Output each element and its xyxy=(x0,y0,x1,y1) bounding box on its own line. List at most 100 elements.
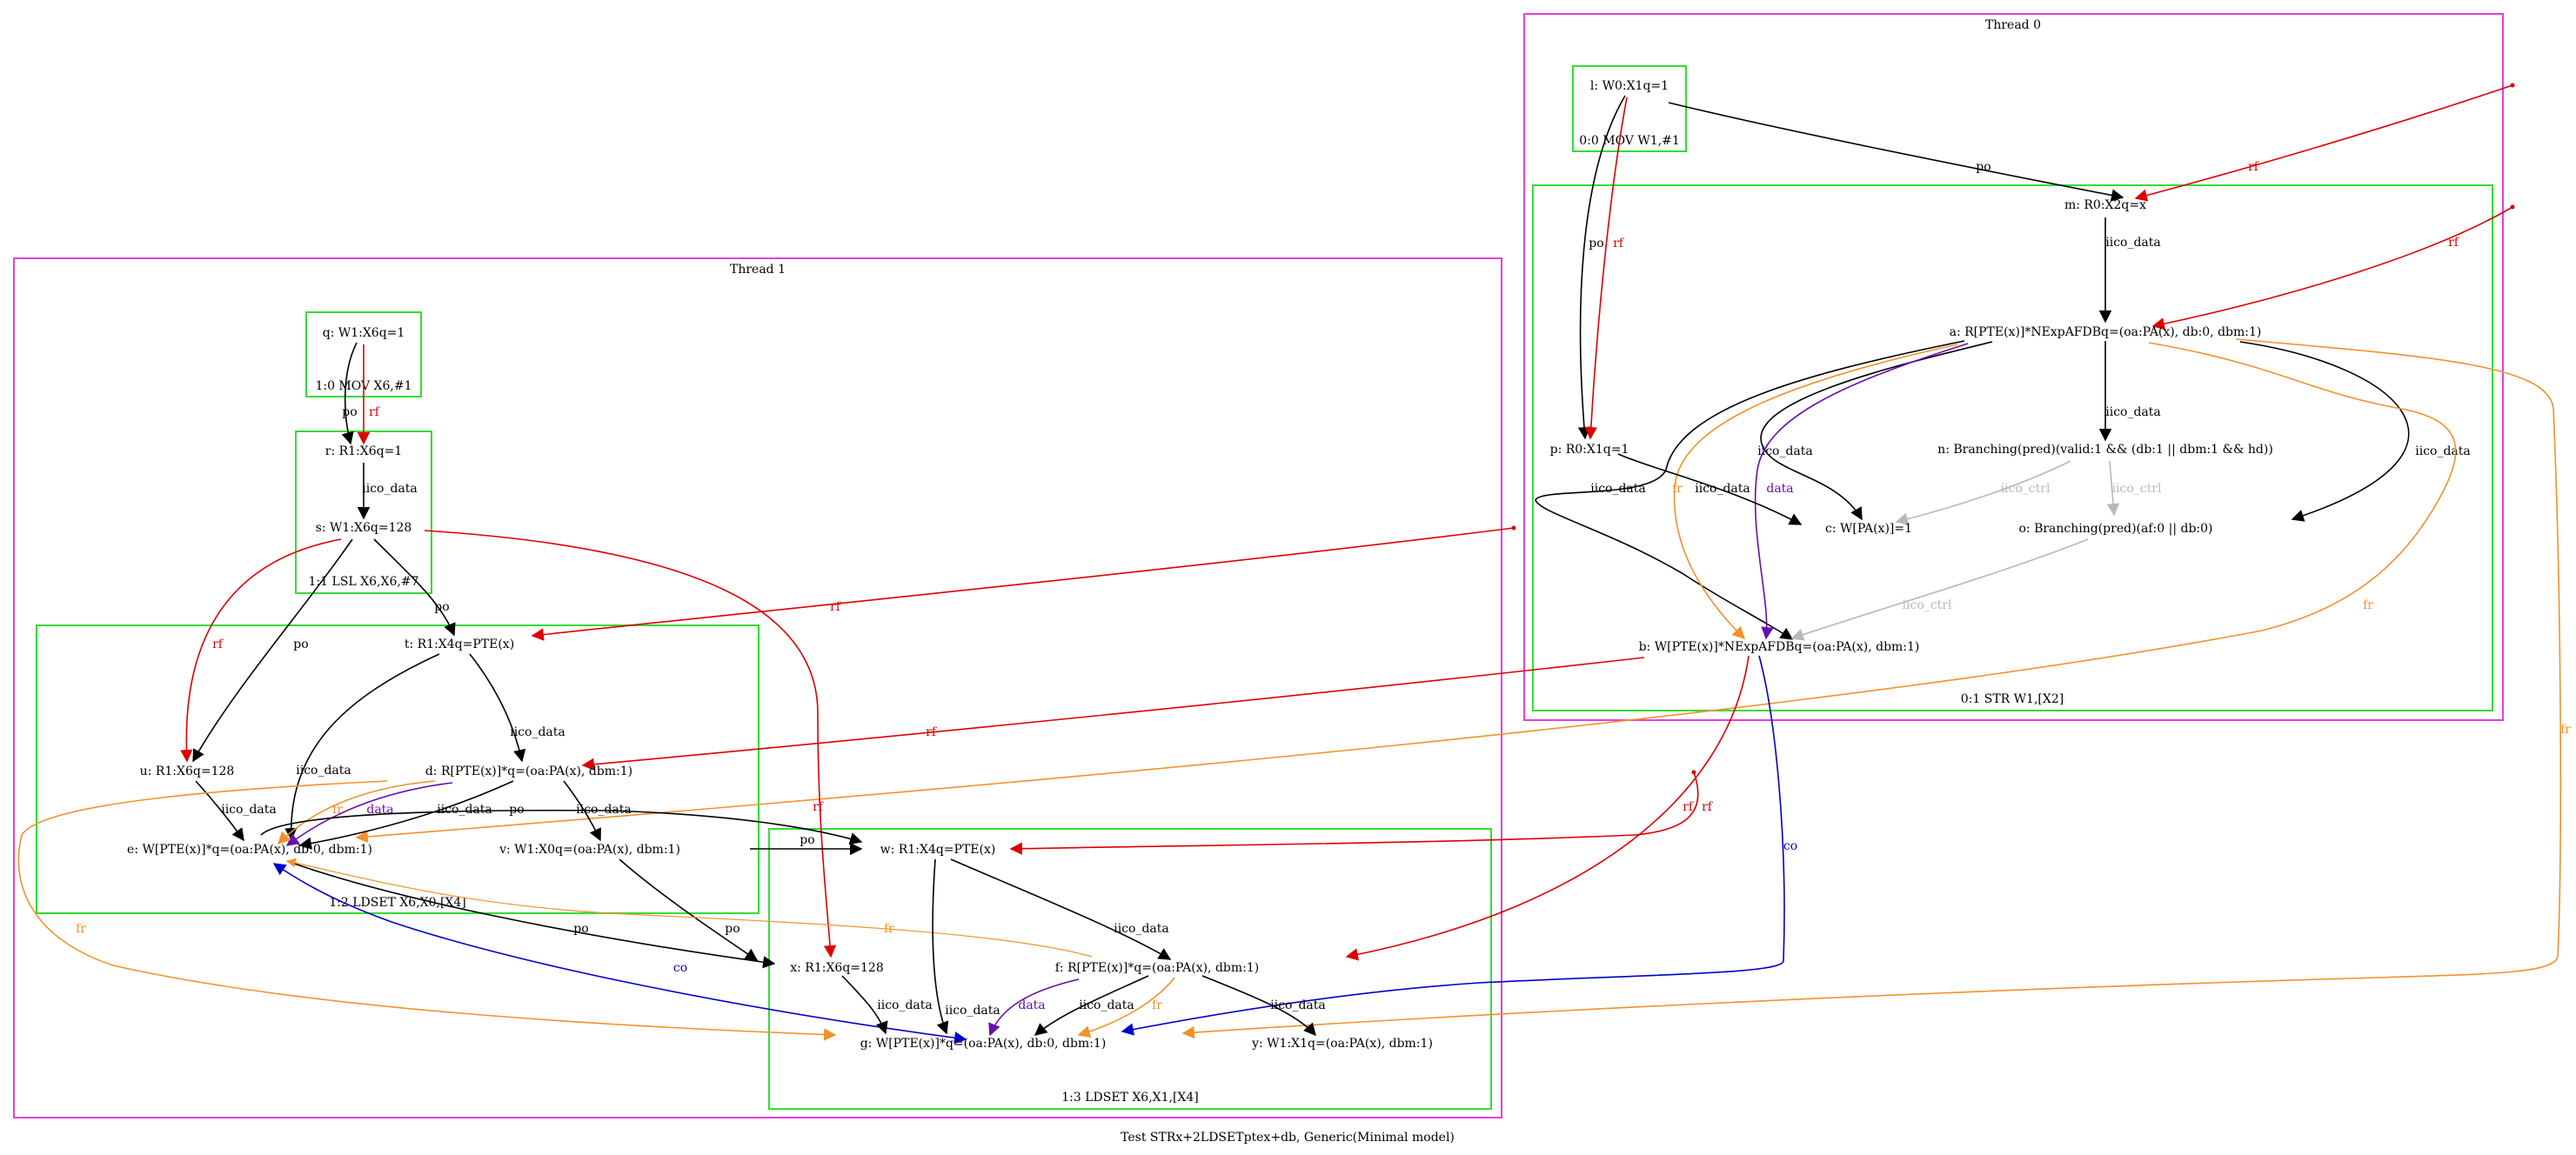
svg-text:iico_data: iico_data xyxy=(1590,482,1646,496)
svg-text:iico_data: iico_data xyxy=(2105,405,2161,419)
svg-text:iico_data: iico_data xyxy=(576,803,632,817)
svg-text:po: po xyxy=(509,803,524,817)
edge-s-u-rf: rf xyxy=(180,538,342,763)
instr-0-0-label: 0:0 MOV W1,#1 xyxy=(1579,134,1680,148)
svg-text:iico_ctrl: iico_ctrl xyxy=(2001,482,2051,496)
node-g: g: W[PTE(x)]*q=(oa:PA(x), db:0, dbm:1) xyxy=(860,1037,1107,1051)
edge-g-e-co: co xyxy=(272,863,967,1045)
svg-text:iico_data: iico_data xyxy=(437,803,492,817)
instr-0-1-cluster: 0:1 STR W1,[X2] xyxy=(1532,184,2493,711)
edge-f-g-fr: fr xyxy=(1077,977,1175,1038)
edge-v-w-po: po xyxy=(750,833,863,856)
edge-init-w-rf: rf xyxy=(1009,770,1699,855)
instr-0-1-label: 0:1 STR W1,[X2] xyxy=(1961,692,2064,706)
svg-text:iico_data: iico_data xyxy=(1114,922,1169,936)
svg-text:iico_data: iico_data xyxy=(362,482,418,496)
svg-text:po: po xyxy=(1976,160,1991,174)
edge-a-g-fr: fr xyxy=(1181,338,2571,1039)
svg-text:rf: rf xyxy=(2248,160,2260,174)
instr-1-3-label: 1:3 LDSET X6,X1,[X4] xyxy=(1061,1091,1199,1105)
svg-text:iico_data: iico_data xyxy=(221,803,277,817)
thread-0-cluster: Thread 0 xyxy=(1523,13,2504,721)
node-w: w: R1:X4q=PTE(x) xyxy=(880,843,996,857)
edge-q-r-po: po xyxy=(341,342,358,445)
edge-a-b-fr: fr xyxy=(1672,344,1958,640)
svg-text:fr: fr xyxy=(332,803,343,817)
node-p: p: R0:X1q=1 xyxy=(1550,443,1629,457)
node-y: y: W1:X1q=(oa:PA(x), dbm:1) xyxy=(1251,1037,1433,1051)
edge-p-c-iico-data: iico_data xyxy=(1617,453,1803,525)
svg-text:iico_data: iico_data xyxy=(1079,998,1134,1012)
svg-text:iico_data: iico_data xyxy=(2415,444,2471,458)
node-a: a: R[PTE(x)]*NExpAFDBq=(oa:PA(x), db:0, … xyxy=(1950,325,2262,339)
svg-text:iico_data: iico_data xyxy=(1270,998,1326,1012)
thread-1-cluster: Thread 1 xyxy=(13,257,1502,1118)
node-x: x: R1:X6q=128 xyxy=(790,961,884,975)
svg-text:iico_data: iico_data xyxy=(945,1004,1000,1018)
svg-text:iico_data: iico_data xyxy=(877,998,933,1012)
svg-text:fr: fr xyxy=(884,922,894,936)
node-s: s: W1:X6q=128 xyxy=(316,521,412,535)
edge-v-x-po: po xyxy=(619,858,759,961)
edge-init-m-rf: rf xyxy=(2134,83,2515,202)
instr-1-1-label: 1:1 LSL X6,X6,#7 xyxy=(309,575,419,589)
thread-0-label: Thread 0 xyxy=(1985,18,2041,32)
node-v: v: W1:X0q=(oa:PA(x), dbm:1) xyxy=(498,843,680,857)
node-o: o: Branching(pred)(af:0 || db:0) xyxy=(2018,522,2212,536)
edge-w-g-iico-data: iico_data xyxy=(932,858,1000,1035)
svg-text:rf: rf xyxy=(1683,800,1695,814)
svg-text:rf: rf xyxy=(1613,237,1625,250)
svg-text:iico_data: iico_data xyxy=(2105,236,2161,250)
edge-r-s-iico-data: iico_data xyxy=(357,463,418,520)
svg-text:fr: fr xyxy=(1672,482,1683,496)
node-l: l: W0:X1q=1 xyxy=(1590,79,1669,93)
node-c: c: W[PA(x)]=1 xyxy=(1825,522,1912,536)
svg-text:fr: fr xyxy=(2363,598,2373,612)
nodes: l: W0:X1q=1 m: R0:X2q=x a: R[PTE(x)]*NEx… xyxy=(127,79,2273,1051)
edge-a-n-iico-data: iico_data xyxy=(2098,341,2161,442)
svg-text:data: data xyxy=(1018,998,1045,1012)
instr-1-2-label: 1:2 LDSET X6,X0,[X4] xyxy=(329,896,466,910)
edge-e-w-po: po xyxy=(260,803,863,845)
edge-t-d-iico-data: iico_data xyxy=(469,653,565,763)
edge-b-g-co: co xyxy=(1121,655,1797,1036)
edge-a-b-data: data xyxy=(1754,343,1969,640)
svg-text:data: data xyxy=(1766,482,1793,496)
edge-s-t-po: po xyxy=(373,538,456,637)
svg-text:rf: rf xyxy=(2448,236,2460,250)
svg-text:co: co xyxy=(673,961,687,975)
node-d: d: R[PTE(x)]*q=(oa:PA(x), dbm:1) xyxy=(425,764,632,778)
svg-text:po: po xyxy=(1589,237,1603,250)
edge-x-g-iico-data: iico_data xyxy=(841,975,933,1035)
svg-text:fr: fr xyxy=(1152,998,1162,1012)
edge-w-f-iico-data: iico_data xyxy=(950,858,1172,960)
node-n: n: Branching(pred)(valid:1 && (db:1 || d… xyxy=(1937,443,2273,457)
edge-s-u-po: po xyxy=(192,538,353,763)
edge-n-c-iico-ctrl: iico_ctrl xyxy=(1895,460,2071,525)
svg-text:po: po xyxy=(800,833,814,847)
node-q: q: W1:X6q=1 xyxy=(323,326,405,340)
svg-text:po: po xyxy=(434,600,449,614)
edge-n-o-iico-ctrl: iico_ctrl xyxy=(2106,460,2162,517)
node-f: f: R[PTE(x)]*q=(oa:PA(x), dbm:1) xyxy=(1055,961,1260,975)
edge-q-r-rf: rf xyxy=(357,344,381,445)
edge-b-d-rf: rf xyxy=(581,657,1645,771)
svg-text:rf: rf xyxy=(1702,800,1714,814)
node-b: b: W[PTE(x)]*NExpAFDBq=(oa:PA(x), dbm:1) xyxy=(1639,640,1920,654)
svg-text:po: po xyxy=(725,922,739,936)
svg-text:rf: rf xyxy=(212,638,224,651)
edge-d-e-fr: fr xyxy=(277,780,436,845)
edge-init-t-rf: rf xyxy=(531,525,1516,641)
edge-a-e-fr: fr xyxy=(355,342,2457,844)
edge-f-g-iico-data: iico_data xyxy=(1034,975,1149,1036)
node-e: e: W[PTE(x)]*q=(oa:PA(x), db:0, dbm:1) xyxy=(127,843,372,857)
svg-text:fr: fr xyxy=(76,922,86,936)
node-t: t: R1:X4q=PTE(x) xyxy=(405,638,514,651)
svg-text:rf: rf xyxy=(926,725,938,739)
svg-text:rf: rf xyxy=(813,800,825,814)
svg-text:co: co xyxy=(1783,839,1797,853)
svg-text:iico_data: iico_data xyxy=(510,725,565,739)
edge-t-e-iico-data: iico_data xyxy=(284,653,440,841)
svg-text:iico_data: iico_data xyxy=(1695,482,1750,496)
